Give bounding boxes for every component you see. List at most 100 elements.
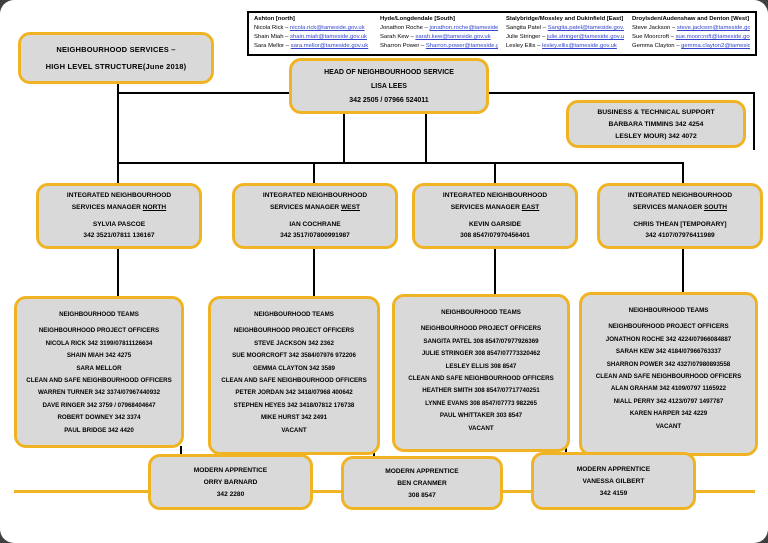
support-box: BUSINESS & TECHNICAL SUPPORT BARBARA TIM… <box>566 100 746 148</box>
connector-head-left <box>117 92 291 94</box>
legend-member-name: Sue Moorcroft – <box>632 34 674 41</box>
legend-group-stalybridge-mossley-dukinfield: Stalybridge/Mossley and Dukinfield [East… <box>506 15 624 52</box>
manager-title-line1: INTEGRATED NEIGHBOURHOOD <box>627 192 733 200</box>
team-npo-header: NEIGHBOURHOOD PROJECT OFFICERS <box>608 323 729 331</box>
legend-member-name: Julie Stringer – <box>506 34 546 41</box>
team-member: VACANT <box>468 424 494 432</box>
team-member: KAREN HARPER 342 4229 <box>629 410 708 418</box>
manager-name: KEVIN GARSIDE <box>468 220 522 228</box>
apprentice-phone: 342 2280 <box>216 490 245 498</box>
team-member: STEVE JACKSON 342 2362 <box>254 339 334 347</box>
head-of-service-box: HEAD OF NEIGHBOURHOOD SERVICE LISA LEES … <box>289 58 489 114</box>
team-cs-header: CLEAN AND SAFE NEIGHBOURHOOD OFFICERS <box>595 372 742 380</box>
connector-drop-south <box>682 162 684 185</box>
title-box: NEIGHBOURHOOD SERVICES – HIGH LEVEL STRU… <box>18 32 214 84</box>
email-link[interactable]: sarah.kew@tameside.gov.uk <box>415 34 491 41</box>
team-box-west: NEIGHBOURHOOD TEAMS NEIGHBOURHOOD PROJEC… <box>208 296 380 455</box>
apprentice-title: MODERN APPRENTICE <box>385 467 459 475</box>
team-member: SHAIN MIAH 342 4275 <box>66 352 132 360</box>
connector-head-stub-right <box>425 112 427 164</box>
team-box-north: NEIGHBOURHOOD TEAMS NEIGHBOURHOOD PROJEC… <box>14 296 184 448</box>
legend-member-name: Sara Mellor – <box>254 43 290 50</box>
team-member: SHARRON POWER 342 4327/07980893558 <box>606 360 731 368</box>
legend-group-ashton: Ashton [north] Nicola Rick – nicola.rick… <box>254 15 372 52</box>
team-npo-header: NEIGHBOURHOOD PROJECT OFFICERS <box>233 327 355 335</box>
team-member: ALAN GRAHAM 342 4109/0797 1165922 <box>610 385 727 393</box>
team-npo-header: NEIGHBOURHOOD PROJECT OFFICERS <box>420 325 542 333</box>
legend-member: Sara Mellor – sara.mellor@tameside.gov.u… <box>254 42 372 51</box>
connector-support-right <box>753 92 755 150</box>
legend-member-name: Sangita Patel – <box>506 25 546 32</box>
team-member: PAUL BRIDGE 342 4420 <box>64 426 134 434</box>
page-title-line1: NEIGHBOURHOOD SERVICES – <box>56 45 176 54</box>
email-link[interactable]: steve.jackson@tameside.gov.uk <box>676 25 750 32</box>
team-member: VACANT <box>281 426 307 434</box>
legend-member: Steve Jackson – steve.jackson@tameside.g… <box>632 24 750 33</box>
email-link[interactable]: gemma.clayton2@tameside.gov.uk <box>681 43 750 50</box>
apprentice-name: ORRY BARNARD <box>203 478 258 486</box>
team-member: STEPHEN HEYES 342 3418/07812 176738 <box>233 401 355 409</box>
legend-member-name: Sharron Power – <box>380 43 425 50</box>
team-member: PAUL WHITTAKER 303 8547 <box>439 412 523 420</box>
team-member: LYNNE EVANS 308 8547/07773 982265 <box>425 399 537 407</box>
legend-member-name: Steve Jackson – <box>632 25 676 32</box>
legend-group-heading: Hyde/Longdendale [South] <box>380 16 455 22</box>
manager-title-line1: INTEGRATED NEIGHBOURHOOD <box>66 192 172 200</box>
connector-distribution <box>117 162 684 164</box>
team-member: SANGITA PATEL 308 8547/07977926369 <box>423 337 539 345</box>
manager-phone: 342 4107/07976411989 <box>645 232 715 240</box>
team-cs-header: CLEAN AND SAFE NEIGHBOURHOOD OFFICERS <box>221 376 367 384</box>
manager-name: IAN COCHRANE <box>289 220 341 228</box>
email-link[interactable]: sue.moorcroft@tameside.gov.uk <box>675 34 750 41</box>
email-link[interactable]: nicola.rick@tameside.gov.uk <box>290 25 365 32</box>
connector-title-to-north <box>117 84 119 183</box>
team-member: SARA MELLOR <box>76 364 122 372</box>
manager-phone: 308 8547/07970456401 <box>460 232 530 240</box>
manager-title-text: SERVICES MANAGER <box>632 203 703 211</box>
team-member: VACANT <box>655 422 682 430</box>
manager-box-north: INTEGRATED NEIGHBOURHOOD SERVICES MANAGE… <box>36 183 202 249</box>
support-line2: LESLEY MOUR) 342 4072 <box>615 132 697 140</box>
connector-team-app-2 <box>373 450 375 460</box>
head-name: LISA LEES <box>371 82 407 90</box>
apprentice-title: MODERN APPRENTICE <box>576 465 651 473</box>
connector-mgr-team-north <box>117 249 119 298</box>
manager-name: CHRIS THEAN [TEMPORARY] <box>633 220 727 228</box>
legend-member: Julie Stringer – julie.stringer@tameside… <box>506 33 624 42</box>
email-link[interactable]: jonathon.roche@tameside.gov.uk <box>429 25 498 32</box>
head-phone: 342 2505 / 07966 524011 <box>349 96 429 104</box>
legend-group-heading: Ashton [north] <box>254 16 295 22</box>
email-link[interactable]: sara.mellor@tameside.gov.uk <box>290 43 369 50</box>
email-link[interactable]: Sangita.patel@tameside.gov.uk <box>547 25 624 32</box>
team-header: NEIGHBOURHOOD TEAMS <box>628 307 709 315</box>
apprentice-title: MODERN APPRENTICE <box>193 466 268 474</box>
team-cs-header: CLEAN AND SAFE NEIGHBOURHOOD OFFICERS <box>26 376 172 384</box>
email-link[interactable]: Sharron.power@tameside.gov.uk <box>425 43 498 50</box>
apprentice-phone: 342 4159 <box>599 489 628 497</box>
connector-mgr-team-west <box>313 249 315 298</box>
apprentice-box-3: MODERN APPRENTICE VANESSA GILBERT 342 41… <box>531 452 696 510</box>
legend-member-name: Nicola Rick – <box>254 25 289 32</box>
legend-member-name: Gemma Clayton – <box>632 43 680 50</box>
connector-team-app-3 <box>565 446 567 456</box>
team-member: MIKE HURST 342 2491 <box>260 414 328 422</box>
apprentice-box-1: MODERN APPRENTICE ORRY BARNARD 342 2280 <box>148 454 313 510</box>
connector-mgr-team-east <box>494 249 496 296</box>
support-line1: BARBARA TIMMINS 342 4254 <box>608 120 704 128</box>
legend-member: Sue Moorcroft – sue.moorcroft@tameside.g… <box>632 33 750 42</box>
team-member: NIALL PERRY 342 4123/0797 1497787 <box>613 397 724 405</box>
team-member: NICOLA RICK 342 3199/07811126634 <box>45 339 153 347</box>
legend-member-name: Sarah Kew – <box>380 34 414 41</box>
manager-title-text: SERVICES MANAGER <box>269 203 340 211</box>
email-link[interactable]: julie.stringer@tameside.gov.uk <box>546 34 624 41</box>
email-link[interactable]: shain.miah@tameside.gov.uk <box>290 34 367 41</box>
email-link[interactable]: lesley.ellis@tameside.gov.uk <box>542 43 617 50</box>
manager-box-west: INTEGRATED NEIGHBOURHOOD SERVICES MANAGE… <box>232 183 398 249</box>
team-header: NEIGHBOURHOOD TEAMS <box>59 311 139 319</box>
apprentice-name: BEN CRANMER <box>397 479 447 487</box>
manager-title-line2: SERVICES MANAGER SOUTH <box>633 203 727 213</box>
manager-title-line2: SERVICES MANAGER NORTH <box>72 203 166 213</box>
team-box-south: NEIGHBOURHOOD TEAMS NEIGHBOURHOOD PROJEC… <box>579 292 758 456</box>
legend-member: Jonathon Roche – jonathon.roche@tameside… <box>380 24 498 33</box>
